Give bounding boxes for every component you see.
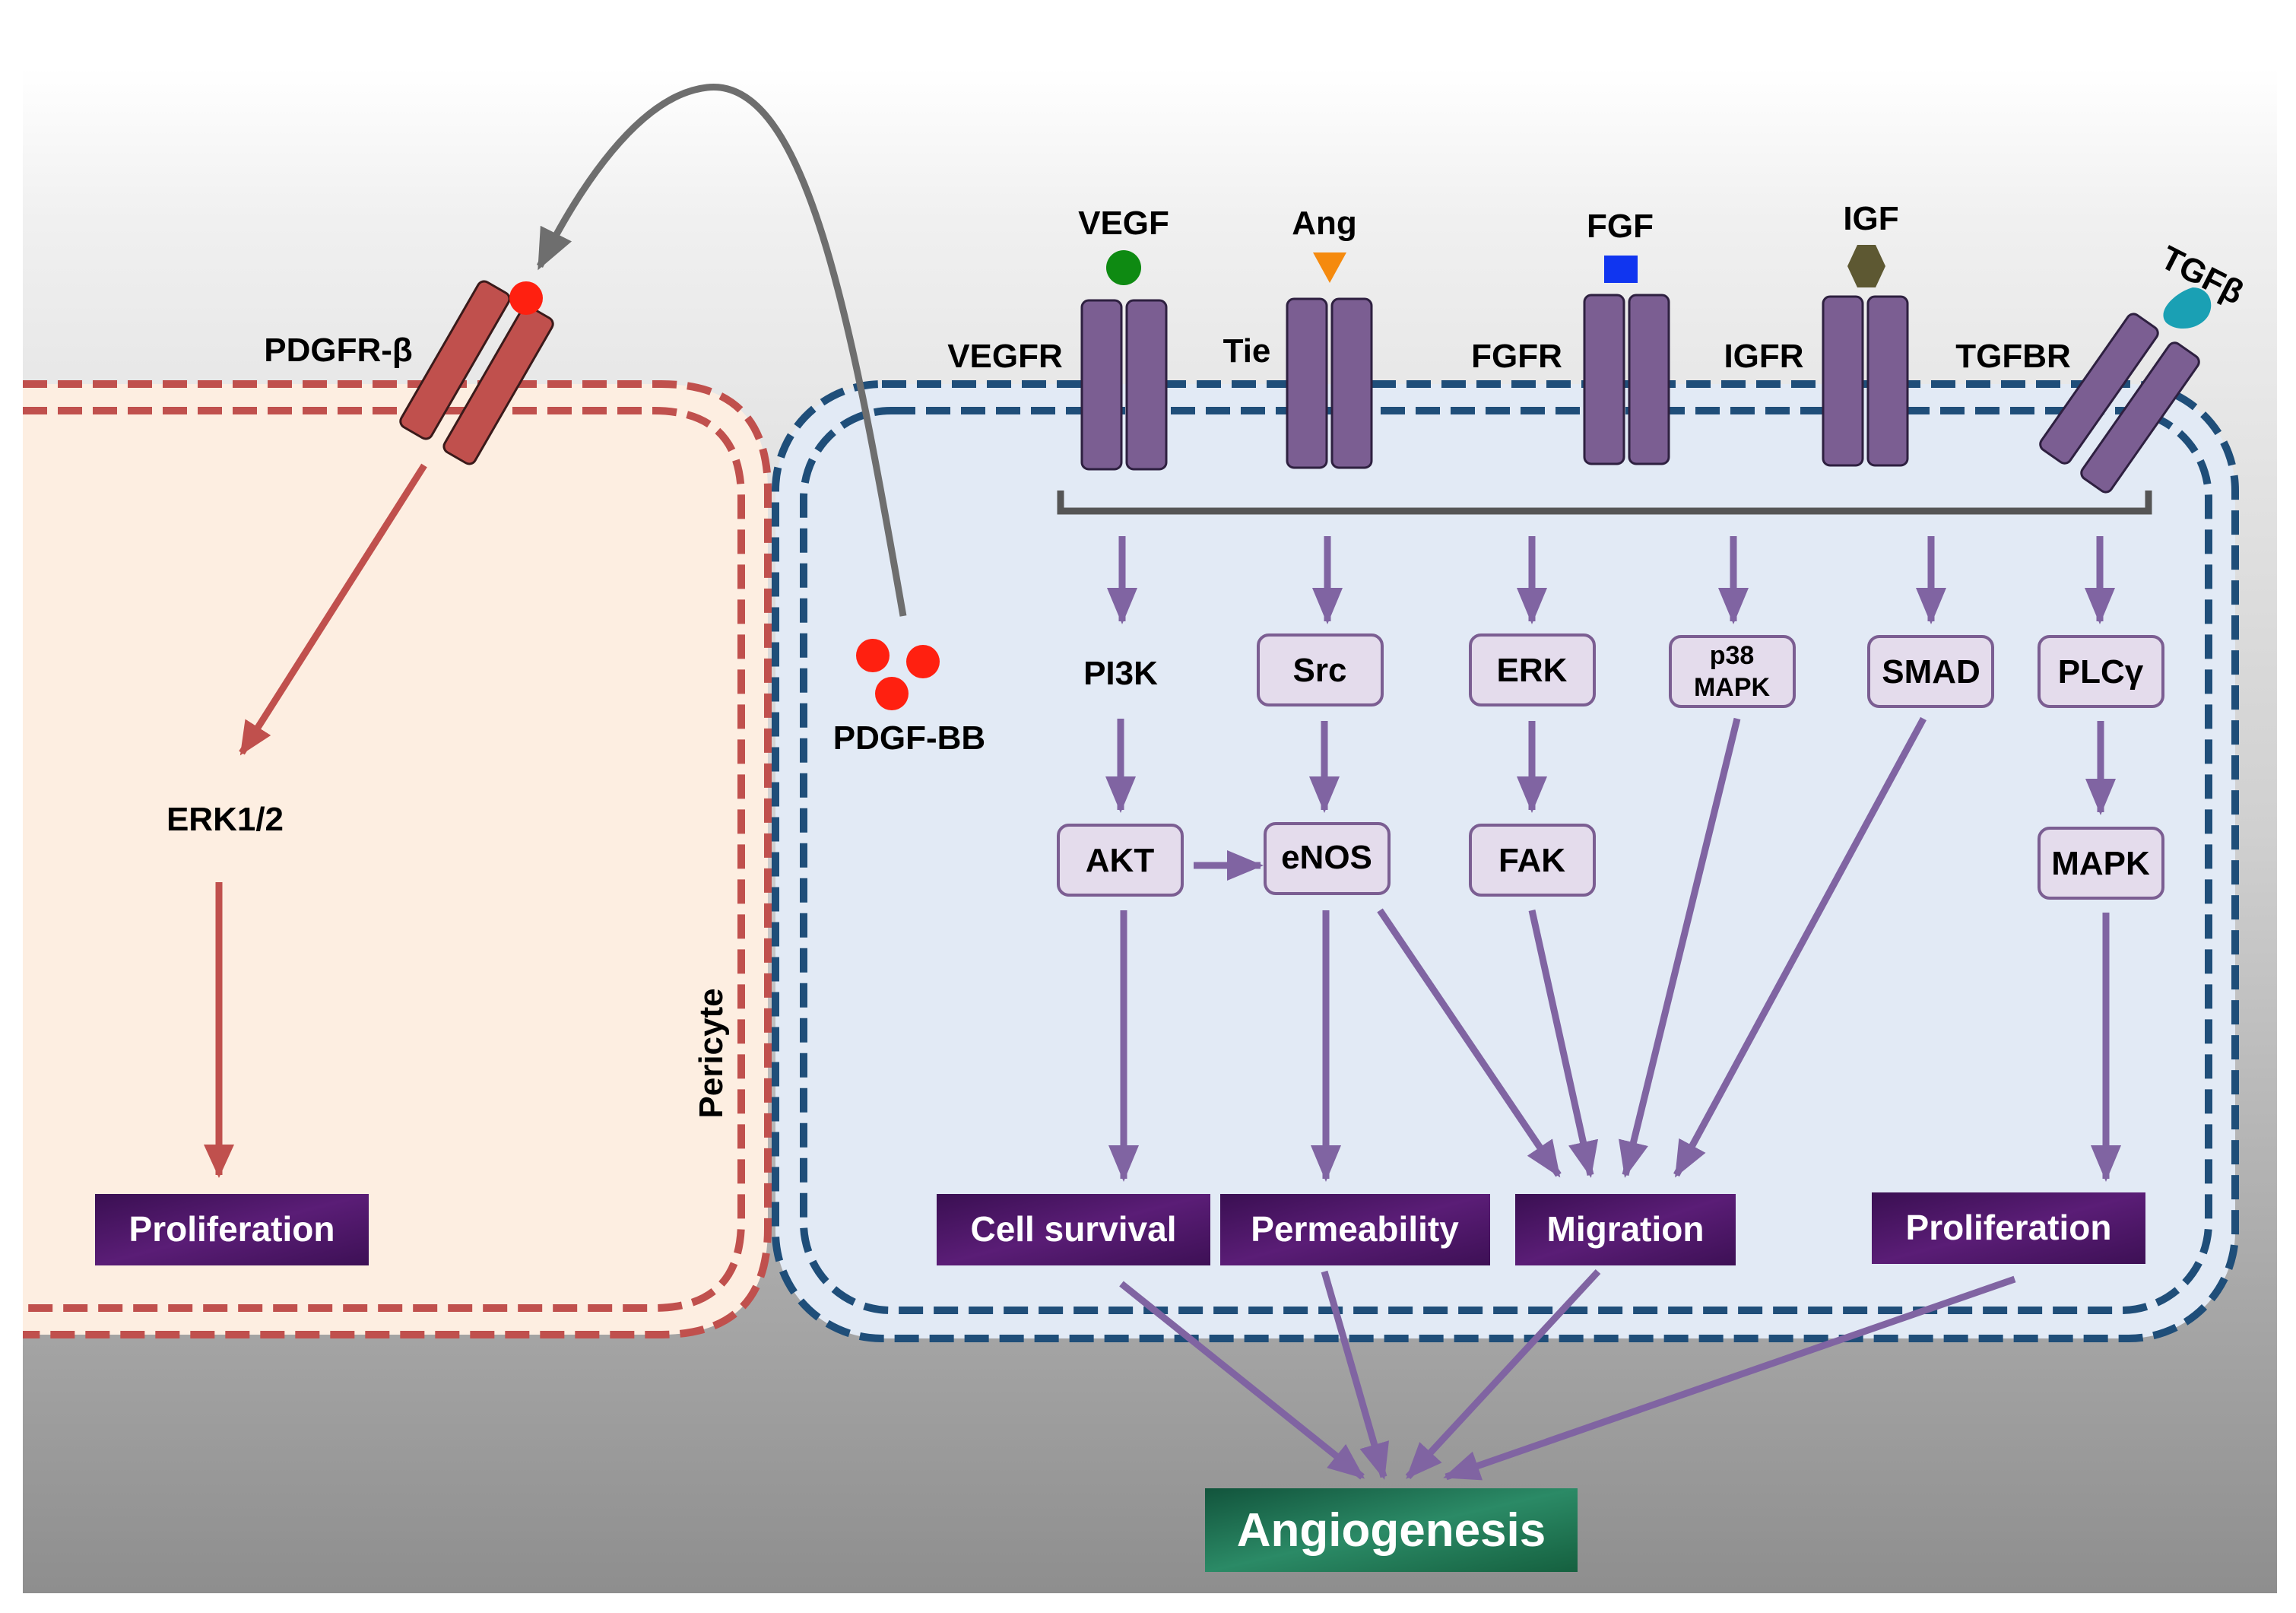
proliferation-label: Proliferation <box>1906 1208 2112 1247</box>
bracket-arrows <box>1107 536 2115 624</box>
permeability-label: Permeability <box>1251 1209 1459 1249</box>
row1-to-row2-arrows <box>1105 719 2116 815</box>
src-box <box>1257 633 1384 706</box>
vegf-label: VEGF <box>1078 205 1169 242</box>
akt-label: AKT <box>1086 842 1155 879</box>
migration-box <box>1515 1194 1736 1265</box>
p38-mapk-label: MAPK <box>1694 673 1771 702</box>
fak-label: FAK <box>1498 842 1565 879</box>
permeability-box <box>1220 1194 1490 1265</box>
smad-label: SMAD <box>1882 653 1980 691</box>
migration-label: Migration <box>1547 1209 1705 1249</box>
tie-receptor <box>1286 297 1373 469</box>
tie-label: Tie <box>1223 332 1271 370</box>
tgfbr-label: TGFBR <box>1955 338 2071 375</box>
pdgf-bound-ligand <box>509 281 543 315</box>
plcg-box <box>2038 635 2164 708</box>
ang-label: Ang <box>1292 205 1357 242</box>
vegf-ligand <box>1106 250 1141 285</box>
cell-survival-box <box>937 1194 1210 1265</box>
pericyte-cell <box>23 380 772 1338</box>
pdgf-bb-label: PDGF-BB <box>833 719 985 757</box>
igf-ligand <box>1847 245 1885 287</box>
pi3k-label: PI3K <box>1083 655 1158 692</box>
p38-label: p38 <box>1710 641 1755 670</box>
erk-box <box>1469 633 1596 706</box>
enos-label: eNOS <box>1281 839 1372 876</box>
pericyte-proliferation-label: Proliferation <box>129 1209 335 1249</box>
pdgf-bb-ligands <box>856 639 940 710</box>
fgf-ligand <box>1604 256 1638 283</box>
mapk-label: MAPK <box>2051 845 2150 882</box>
pdgf-bb-to-pdgfr-arrow <box>536 84 907 617</box>
tgfb-ligand <box>2163 287 2212 329</box>
enos-box <box>1264 822 1391 895</box>
igfr-label: IGFR <box>1724 338 1803 375</box>
cell-survival-label: Cell survival <box>970 1209 1176 1249</box>
src-label: Src <box>1293 652 1347 689</box>
igfr-receptor <box>1822 295 1909 467</box>
igf-label: IGF <box>1843 200 1898 237</box>
akt-box <box>1057 824 1184 897</box>
plcg-label: PLCγ <box>2058 653 2144 691</box>
angiogenesis-box <box>1205 1488 1578 1572</box>
fgfr-receptor <box>1583 294 1670 465</box>
row2-to-outcome-arrows <box>1108 716 2121 1182</box>
p38-mapk-box <box>1669 635 1796 708</box>
outcome-to-angiogenesis-arrows <box>1119 1268 2016 1481</box>
fgf-label: FGF <box>1587 208 1654 245</box>
ang-ligand <box>1313 252 1346 283</box>
pdgfr-to-erk12-arrow <box>239 463 427 756</box>
proliferation-box <box>1872 1192 2145 1264</box>
smad-box <box>1867 635 1994 708</box>
receptor-bracket <box>1057 491 2152 515</box>
vegfr-label: VEGFR <box>947 338 1063 375</box>
vegfr-receptor <box>1080 299 1168 471</box>
pdgfr-beta-label: PDGFR-β <box>264 332 413 369</box>
pericyte-proliferation-box <box>95 1194 369 1265</box>
erk12-label: ERK1/2 <box>166 801 284 838</box>
fak-box <box>1469 824 1596 897</box>
erk-label: ERK <box>1497 652 1568 689</box>
tgfbr-receptor <box>2039 313 2200 494</box>
fgfr-label: FGFR <box>1471 338 1562 375</box>
mapk-box <box>2038 827 2164 900</box>
pdgfr-beta-receptor <box>399 280 554 465</box>
pericyte-label: Pericyte <box>693 988 730 1118</box>
angiogenesis-label: Angiogenesis <box>1237 1504 1546 1557</box>
